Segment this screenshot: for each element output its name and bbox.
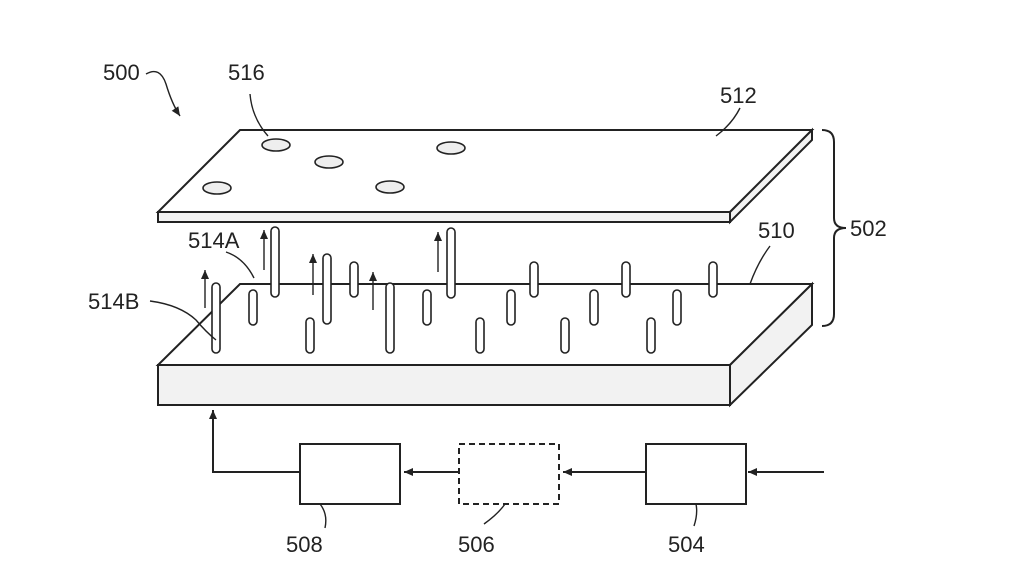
pin xyxy=(589,289,599,326)
pin xyxy=(446,227,456,299)
block-508 xyxy=(299,443,401,505)
control-flow xyxy=(209,410,824,505)
pin xyxy=(322,253,332,325)
pin xyxy=(475,317,485,354)
label-502: 502 xyxy=(850,216,887,241)
label-516: 516 xyxy=(228,60,265,85)
pin xyxy=(349,261,359,298)
hole xyxy=(375,180,405,194)
pin xyxy=(529,261,539,298)
label-504: 504 xyxy=(668,532,705,557)
pin xyxy=(708,261,718,298)
pin xyxy=(270,226,280,298)
label-508: 508 xyxy=(286,532,323,557)
assembly-brace xyxy=(821,129,847,327)
pin xyxy=(385,282,395,354)
label-500: 500 xyxy=(103,60,140,85)
block-506 xyxy=(458,443,560,505)
pin xyxy=(248,289,258,326)
hole xyxy=(261,138,291,152)
block-504 xyxy=(645,443,747,505)
pins xyxy=(211,226,718,354)
pin xyxy=(305,317,315,354)
pin xyxy=(621,261,631,298)
label-510: 510 xyxy=(758,218,795,243)
label-506: 506 xyxy=(458,532,495,557)
hole xyxy=(436,141,466,155)
pin xyxy=(506,289,516,326)
label-514b: 514B xyxy=(88,289,139,314)
leader-lines xyxy=(145,70,771,529)
pin xyxy=(560,317,570,354)
pin xyxy=(211,282,221,354)
pin xyxy=(646,317,656,354)
pin xyxy=(672,289,682,326)
cover-plate xyxy=(155,127,815,225)
motion-arrows xyxy=(201,230,442,310)
label-514a: 514A xyxy=(188,228,240,253)
label-512: 512 xyxy=(720,83,757,108)
hole xyxy=(314,155,344,169)
hole xyxy=(202,181,232,195)
pin xyxy=(422,289,432,326)
